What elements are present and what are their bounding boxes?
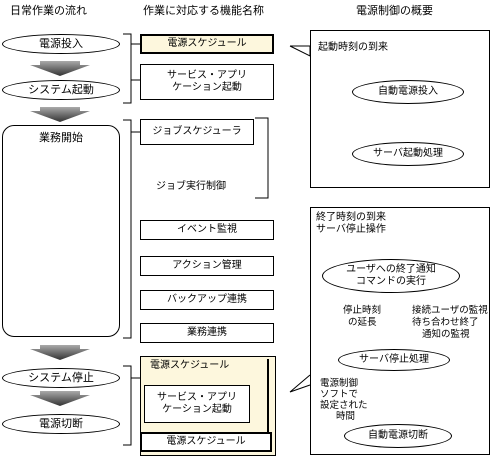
func-service-app-start: サービス・アプリ ケーション起動 bbox=[140, 64, 274, 100]
func-job-scheduler: ジョブスケジューラ bbox=[140, 119, 254, 145]
func-action-management: アクション管理 bbox=[140, 256, 274, 276]
server-start-process: サーバ起動処理 bbox=[352, 142, 464, 166]
flow-power-off: 電源切断 bbox=[2, 414, 120, 434]
service-app-start-line2: ケーション起動 bbox=[172, 82, 242, 93]
overview-stop-panel bbox=[310, 207, 490, 455]
arrow-down-3 bbox=[30, 345, 90, 360]
arrow-down-2 bbox=[30, 107, 90, 122]
end-time-arrival-line2: サーバ停止操作 bbox=[316, 224, 386, 235]
func-backup-link: バックアップ連携 bbox=[140, 290, 274, 310]
func-job-exec-control: ジョブ実行制御 bbox=[156, 181, 226, 192]
flow-system-start: システム起動 bbox=[2, 80, 120, 100]
software-line1: 電源制御 bbox=[320, 378, 359, 389]
end-time-arrival-line1: 終了時刻の到来 bbox=[316, 212, 386, 223]
start-time-arrival: 起動時刻の到来 bbox=[318, 42, 388, 53]
software-line2: ソフトで bbox=[320, 389, 359, 400]
flow-business-start: 業務開始 bbox=[2, 125, 120, 337]
flow-system-stop: システム停止 bbox=[2, 368, 120, 388]
header-daily-flow: 日常作業の流れ bbox=[10, 4, 87, 17]
func-service-app-stop: サービス・アプリ ケーション起動 bbox=[144, 385, 250, 423]
business-start-label: 業務開始 bbox=[39, 131, 83, 144]
notify-line1: ユーザへの終了通知 bbox=[346, 264, 436, 275]
func-power-schedule-top: 電源スケジュール bbox=[140, 34, 274, 54]
func-power-schedule-stop-label: 電源スケジュール bbox=[150, 360, 230, 371]
software-line4: 時間 bbox=[336, 411, 356, 422]
monitor-line3: 通知の監視 bbox=[422, 329, 470, 340]
monitor-line2: 待ち合わせ終了 bbox=[412, 317, 479, 328]
server-stop-process: サーバ停止処理 bbox=[338, 349, 450, 371]
service-app-stop-line1: サービス・アプリ bbox=[157, 392, 237, 403]
auto-power-on: 自動電源投入 bbox=[352, 80, 464, 104]
func-event-monitor: イベント監視 bbox=[140, 220, 274, 240]
service-app-start-line1: サービス・アプリ bbox=[167, 70, 247, 81]
monitor-line1: 接続ユーザの監視 bbox=[412, 305, 488, 316]
arrow-down-1 bbox=[30, 61, 90, 76]
header-power-overview: 電源制御の概要 bbox=[356, 4, 433, 17]
func-power-schedule-bottom: 電源スケジュール bbox=[140, 432, 272, 452]
notify-command: ユーザへの終了通知 コマンドの実行 bbox=[322, 259, 460, 293]
auto-power-off: 自動電源切断 bbox=[344, 424, 452, 448]
extend-line1: 停止時刻 bbox=[343, 305, 382, 316]
arrow-down-4 bbox=[30, 391, 90, 406]
service-app-stop-line2: ケーション起動 bbox=[162, 404, 232, 415]
notify-line2: コマンドの実行 bbox=[356, 276, 426, 287]
flow-power-on: 電源投入 bbox=[2, 34, 120, 54]
header-function-names: 作業に対応する機能名称 bbox=[143, 4, 264, 17]
software-line3: 設定された bbox=[320, 400, 368, 411]
extend-line2: の延長 bbox=[348, 317, 377, 328]
func-business-link: 業務連携 bbox=[140, 323, 274, 343]
